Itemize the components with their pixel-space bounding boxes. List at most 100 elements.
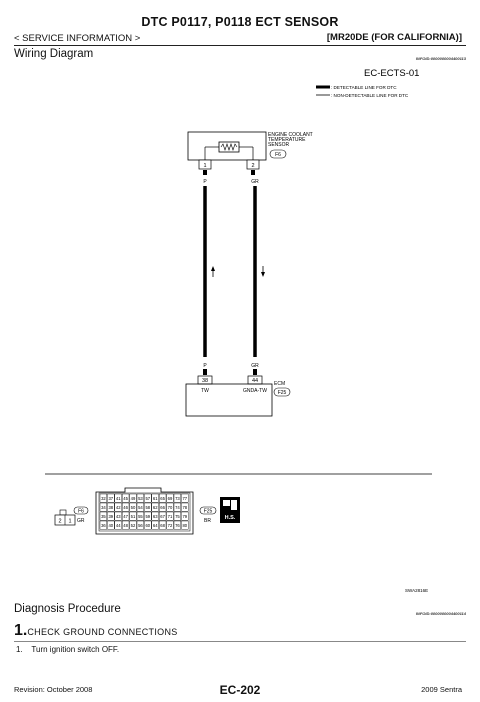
connector-pin-label: 32 <box>101 496 106 501</box>
connector-pin-label: 70 <box>168 505 173 510</box>
connector-pin-label: 43 <box>116 514 121 519</box>
footer-revision: Revision: October 2008 <box>14 685 93 694</box>
connector-pin-cell <box>99 520 108 530</box>
connector-pin-label: 57 <box>145 496 150 501</box>
wiring-diagram: EC-ECTS-01 : DETECTABLE LINE FOR DTC : N… <box>45 68 432 593</box>
connector-pin-label: 62 <box>153 505 158 510</box>
diagnosis-infoid: INFOID:0000000004400114 <box>415 611 466 616</box>
connector-pin-label: 61 <box>153 496 158 501</box>
connector-pin-label: 35 <box>101 514 106 519</box>
connector-pin-label: 36 <box>101 523 106 528</box>
connector-pin-cell <box>173 502 182 512</box>
page-title: DTC P0117, P0118 ECT SENSOR <box>141 15 339 29</box>
connector-pin-label: 69 <box>168 496 173 501</box>
footer-vehicle: 2009 Sentra <box>421 685 462 694</box>
ecm-terminal-gnda-tw: GNDA-TW <box>243 388 267 394</box>
connector-pin-cell <box>121 520 130 530</box>
connector-pin-label: 34 <box>101 505 106 510</box>
connector-pin-label: 52 <box>131 523 136 528</box>
connector-pin-label: 68 <box>160 523 165 528</box>
service-information-label: < SERVICE INFORMATION > <box>14 33 141 44</box>
f6-badge <box>73 506 89 515</box>
connector-pin-label: 72 <box>168 523 173 528</box>
connector-pin-cell <box>144 502 152 512</box>
connector-pin-cell <box>144 520 152 530</box>
header-divider <box>14 45 466 46</box>
svg-text:H.S.: H.S. <box>225 515 236 521</box>
connector-pin-cell <box>99 502 108 512</box>
connector-pin-label: 42 <box>116 505 121 510</box>
connector-pin-cell <box>129 502 137 512</box>
sensor-connector-badge <box>269 149 287 159</box>
f25-badge <box>199 506 217 515</box>
connector-pin-label: 45 <box>123 496 128 501</box>
connector-pin-cell <box>151 511 159 521</box>
legend-non-detectable: : NON-DETECTABLE LINE FOR DTC <box>331 93 409 98</box>
connector-pin-cell <box>129 520 137 530</box>
connector-pin-cell <box>114 511 122 521</box>
wire-2-top-color: GR <box>251 179 259 185</box>
connector-pin-cell <box>129 493 137 503</box>
connector-pin-cell <box>121 502 130 512</box>
connector-pin-cell <box>99 493 108 503</box>
connector-pin-label: 41 <box>116 496 121 501</box>
connector-pin-label: 63 <box>153 514 158 519</box>
connector-pin-cell <box>144 493 152 503</box>
connector-pin-label: 53 <box>138 496 143 501</box>
connector-pin-label: 65 <box>160 496 165 501</box>
model-label: [MR20DE (FOR CALIFORNIA)] <box>326 32 462 43</box>
connector-pin-cell <box>136 502 145 512</box>
connector-pin-label: 48 <box>123 523 128 528</box>
connector-pin-label: 56 <box>138 523 143 528</box>
connector-pin-cell <box>144 511 152 521</box>
sensor-pin-2 <box>246 159 260 170</box>
image-code: SWA2816E <box>405 588 428 593</box>
connector-pin-cell <box>136 493 145 503</box>
wire-1-bottom-color: P <box>203 363 207 369</box>
connector-pin-cell <box>114 520 122 530</box>
connector-pin-label: 74 <box>175 505 180 510</box>
svg-text:F6: F6 <box>78 509 84 515</box>
connector-pin-label: 76 <box>175 523 180 528</box>
step-divider <box>14 641 466 642</box>
arrow-down-icon <box>261 272 265 277</box>
ecm-box <box>185 383 273 417</box>
arrow-up-icon <box>211 266 215 271</box>
sensor-label-line-1: ENGINE COOLANT <box>268 132 313 138</box>
page-number: EC-202 <box>219 683 261 697</box>
svg-text:2: 2 <box>58 519 61 525</box>
connector-pin-cell <box>181 511 189 521</box>
connector-pin-label: 71 <box>168 514 173 519</box>
substep-1: 1. Turn ignition switch OFF. <box>16 645 120 654</box>
connector-pin-cell <box>181 520 189 530</box>
wire-1-top-color: P <box>203 179 207 185</box>
connector-pin-label: 51 <box>131 514 136 519</box>
connector-pin-cell <box>158 520 167 530</box>
connector-pin-label: 79 <box>182 514 187 519</box>
connector-pin-cell <box>151 493 159 503</box>
connector-pin-cell <box>121 511 130 521</box>
connector-pin-label: 64 <box>153 523 158 528</box>
wire-2-bottom-color: GR <box>251 363 259 369</box>
connector-pin-label: 38 <box>108 505 113 510</box>
connector-pin-cell <box>151 520 159 530</box>
svg-text:38: 38 <box>202 378 208 384</box>
connector-pin-label: 39 <box>108 514 113 519</box>
connector-pin-cell <box>166 493 174 503</box>
svg-text:2: 2 <box>251 163 254 169</box>
sensor-label-line-2: TEMPERATURE <box>268 137 306 143</box>
connector-pin-label: 37 <box>108 496 113 501</box>
wiring-infoid: INFOID:0000000004400113 <box>415 56 466 61</box>
ecm-connector-badge <box>273 387 291 397</box>
ecm-terminal-tw: TW <box>201 388 209 394</box>
connector-pin-label: 46 <box>123 505 128 510</box>
connector-pin-cell <box>166 502 174 512</box>
connector-pin-cell <box>107 520 115 530</box>
connector-pin-label: 59 <box>145 514 150 519</box>
connector-pin-label: 75 <box>175 514 180 519</box>
connector-pin-cell <box>107 502 115 512</box>
connector-pin-cell <box>181 493 189 503</box>
diagnosis-procedure-heading: Diagnosis Procedure <box>14 603 121 615</box>
svg-text:1: 1 <box>203 163 206 169</box>
connector-pin-label: 50 <box>131 505 136 510</box>
